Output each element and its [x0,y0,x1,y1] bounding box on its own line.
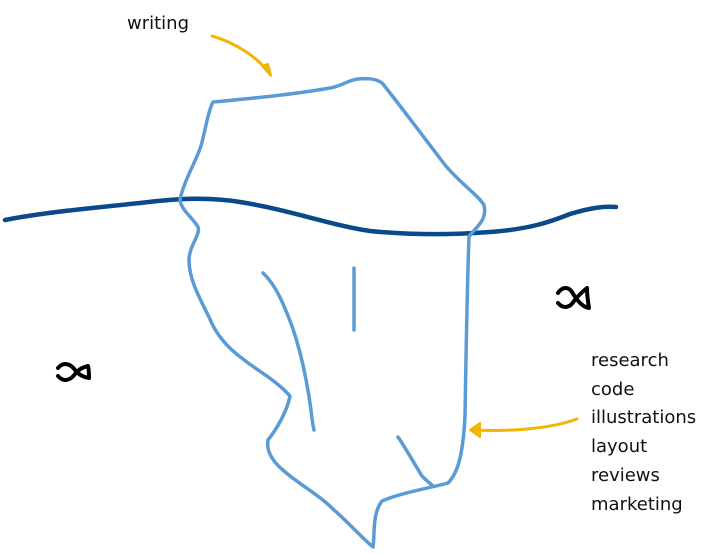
list-item: research [591,350,669,371]
list-item: marketing [591,494,683,515]
ice-crack-right [396,435,434,487]
label-writing: writing [127,13,189,34]
fish-icon [556,286,591,310]
underwater-list: research code illustrations layout revie… [591,350,696,515]
iceberg-outline [178,76,487,549]
list-item: code [591,379,634,400]
arrow-writing [210,34,270,74]
arrow-underwater [473,417,579,432]
list-item: layout [591,436,647,457]
ice-crack-left [261,271,316,432]
arrow-writing-head [261,63,272,77]
waterline [2,196,619,237]
list-item: illustrations [591,407,696,428]
fish-icon [56,362,91,382]
arrow-underwater-head [469,422,481,438]
list-item: reviews [591,465,660,486]
